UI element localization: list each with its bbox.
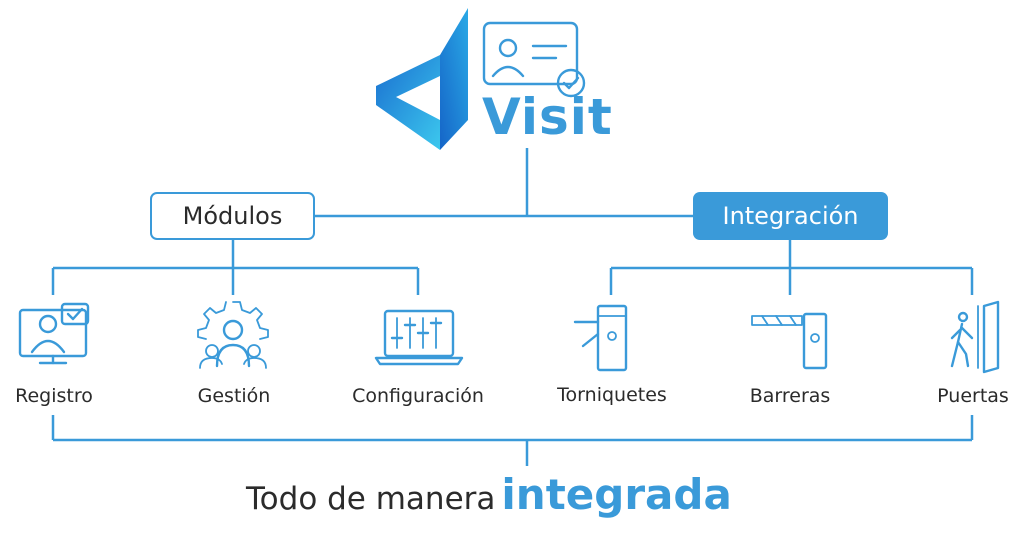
- module-label-gestion: Gestión: [197, 385, 271, 407]
- barrier-gate-icon: [751, 312, 828, 370]
- logo-mark: [376, 8, 468, 150]
- tagline-accent: integrada: [501, 470, 732, 519]
- id-card-icon: [482, 21, 586, 98]
- modulos-label: Módulos: [182, 202, 283, 230]
- integration-label-torniquetes: Torniquetes: [557, 384, 667, 406]
- gear-group-icon: [197, 301, 269, 369]
- modulos-box: Módulos: [150, 192, 315, 240]
- brand-name: Visit: [482, 88, 613, 146]
- integracion-box: Integración: [693, 192, 888, 240]
- door-walk-icon: [950, 300, 1000, 374]
- turnstile-icon: [573, 304, 628, 372]
- module-label-registro: Registro: [15, 385, 93, 407]
- tagline-plain: Todo de manera: [246, 481, 496, 517]
- connector-lines: [51, 148, 974, 466]
- integracion-label: Integración: [722, 202, 859, 230]
- integration-label-puertas: Puertas: [937, 385, 1009, 407]
- integration-label-barreras: Barreras: [749, 385, 831, 407]
- module-label-configuracion: Configuración: [352, 385, 484, 407]
- laptop-sliders-icon: [374, 309, 464, 366]
- user-monitor-check-icon: [18, 302, 90, 365]
